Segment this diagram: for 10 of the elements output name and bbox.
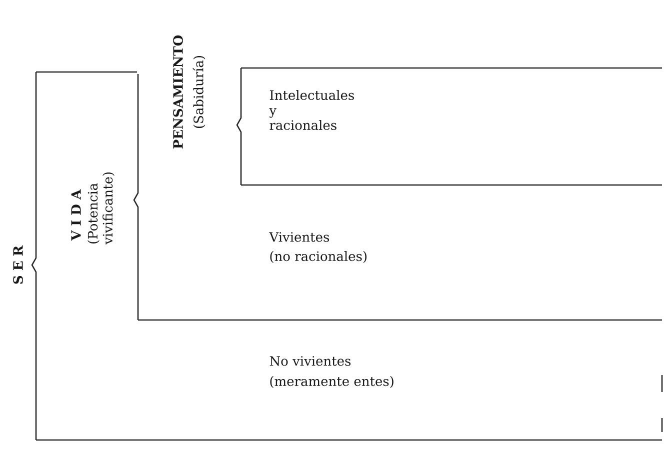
category-label: S E R	[13, 245, 23, 284]
category-label: PENSAMIENTO	[173, 35, 183, 149]
category-label: Vivientes	[269, 232, 330, 242]
category-label: No vivientes	[270, 356, 351, 366]
category-label: Intelectuales y racionales	[269, 90, 354, 130]
category-label: (Sabiduría)	[192, 56, 206, 128]
category-label: (meramente entes)	[270, 376, 394, 388]
category-label: (no racionales)	[270, 251, 366, 263]
category-label: (Potencia vivificante)	[88, 172, 114, 245]
category-label: V I D A	[71, 189, 81, 241]
